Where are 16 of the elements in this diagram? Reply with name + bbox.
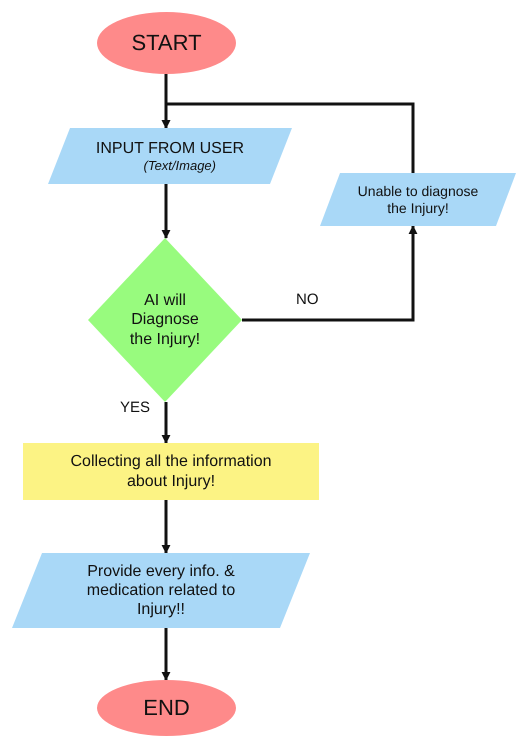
node-label: Unable to diagnose the Injury! xyxy=(356,182,480,216)
node-label: START xyxy=(131,30,202,56)
node-label: END xyxy=(143,694,190,722)
node-sublabel: (Text/Image) xyxy=(144,158,216,174)
output-parallelogram xyxy=(320,173,516,226)
arrow xyxy=(162,402,170,444)
arrow xyxy=(162,184,170,239)
node-label: INPUT FROM USER xyxy=(96,138,244,158)
arrow xyxy=(242,225,418,322)
node-label: Provide every info. & medication related to Injury!! xyxy=(86,562,236,620)
process-box xyxy=(23,443,319,500)
node-label: AI will Diagnose the Injury! xyxy=(128,291,202,349)
arrow xyxy=(162,102,414,173)
arrow xyxy=(162,628,170,681)
node-label: Collecting all the information about Injury! xyxy=(70,452,272,491)
arrow xyxy=(162,500,170,554)
